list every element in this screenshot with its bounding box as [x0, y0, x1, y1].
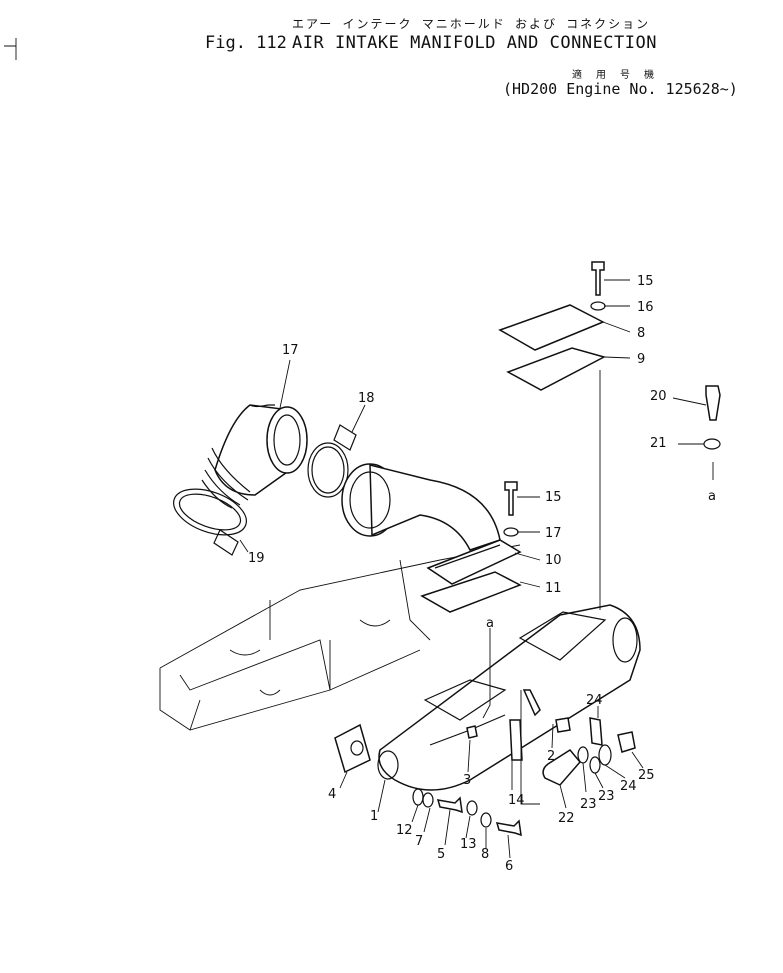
bolt-5	[436, 796, 463, 814]
callout-15-top: 16	[637, 300, 654, 315]
callout-5: 5	[437, 847, 445, 862]
japanese-title: エアー インテーク マニホールド および コネクション	[292, 17, 651, 31]
callout-22: 24	[586, 693, 603, 708]
callout-24: 24	[620, 779, 637, 794]
callout-7-right: 8	[481, 847, 489, 862]
intake-connector	[341, 463, 522, 585]
margin-mark	[4, 38, 17, 60]
plug	[542, 749, 581, 786]
callout-23: 23	[598, 789, 615, 804]
bolt-top	[591, 261, 605, 296]
intake-manifold	[377, 604, 641, 791]
callout-7-left: 7	[415, 834, 423, 849]
callout-12: 10	[545, 553, 562, 568]
callout-10: 8	[637, 326, 645, 341]
callout-21: 23	[580, 797, 597, 812]
callout-16: 17	[282, 343, 299, 358]
bracket-plate	[522, 689, 541, 717]
connector-gasket	[420, 571, 522, 613]
nut	[617, 731, 636, 753]
callout-25: 25	[638, 768, 655, 783]
small-plug-3	[466, 725, 478, 739]
small-plug	[555, 717, 571, 733]
callout-17-upper: 18	[358, 391, 375, 406]
callout-a-manifold: a	[486, 616, 494, 631]
callout-8-left: 12	[396, 823, 413, 838]
callout-11: 9	[637, 352, 645, 367]
hose-clamp	[173, 424, 357, 556]
callout-8-right: 13	[460, 837, 477, 852]
callout-19: 21	[650, 436, 667, 451]
callout-14-middle: 15	[545, 490, 562, 505]
callout-13: 11	[545, 581, 562, 596]
pin	[589, 717, 603, 746]
callout-9: 14	[508, 793, 525, 808]
figure-number: Fig. 112	[205, 33, 287, 53]
applicability-japanese: 適 用 号 機	[572, 70, 659, 81]
callout-3: 3	[463, 773, 471, 788]
callout-a-right: a	[708, 489, 716, 504]
callout-2: 2	[547, 749, 555, 764]
callout-14-top: 15	[637, 274, 654, 289]
air-elbow	[201, 404, 308, 509]
callout-15-middle: 17	[545, 526, 562, 541]
callout-4: 4	[328, 787, 336, 802]
leader-lines	[239, 279, 714, 859]
callout-6: 6	[505, 859, 513, 874]
manifold-gasket	[334, 723, 371, 774]
bolt-6	[495, 819, 522, 837]
washer-8b	[466, 800, 478, 816]
washer-7a	[422, 792, 434, 808]
washer-7b	[480, 812, 492, 828]
sensor	[705, 385, 721, 421]
callout-1: 1	[370, 809, 378, 824]
callout-18: 20	[650, 389, 667, 404]
bracket	[509, 719, 523, 761]
callout-17-lower: 19	[248, 551, 265, 566]
applicability-note: (HD200 Engine No. 125628~)	[503, 80, 738, 98]
diagram-title: AIR INTAKE MANIFOLD AND CONNECTION	[292, 33, 657, 53]
bolt-middle	[504, 481, 518, 516]
callout-20: 22	[558, 811, 575, 826]
